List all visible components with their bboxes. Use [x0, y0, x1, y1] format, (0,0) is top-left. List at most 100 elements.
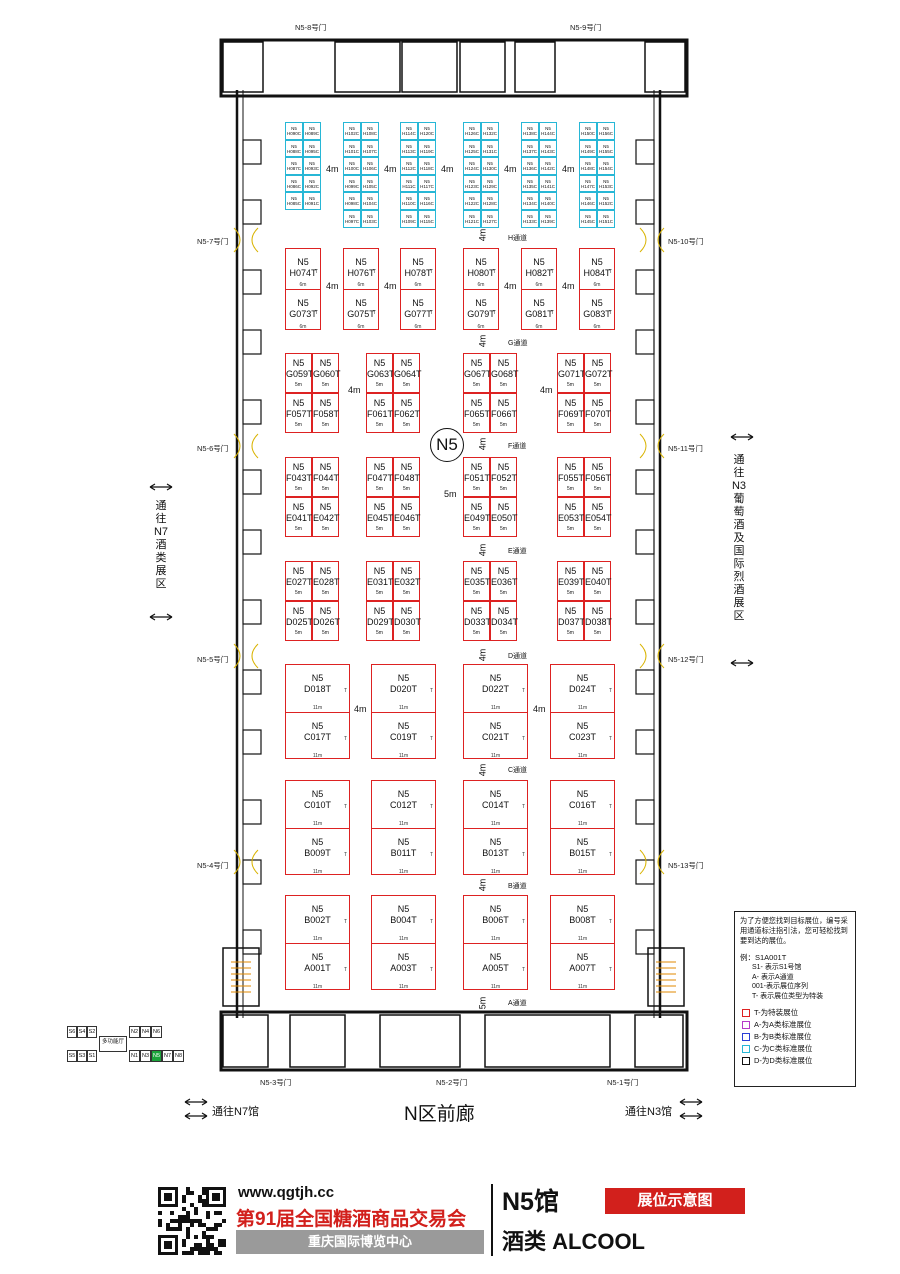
booth-e-1-1[interactable]: N5E032T5m	[393, 561, 421, 601]
c-stand[interactable]: N5H109C	[400, 210, 418, 228]
booth-e-2-1[interactable]: N5E036T5m	[490, 561, 518, 601]
booth-h-3[interactable]: N5H080T6mTN5G079T6mT	[463, 248, 499, 330]
c-stand[interactable]: N5H085C	[285, 192, 303, 210]
booth-g-1-3[interactable]: N5F062T5m	[393, 393, 420, 433]
booth-cell[interactable]: N5G079T6mT	[464, 290, 498, 331]
c-stand[interactable]: N5H136C	[521, 157, 539, 175]
c-stand[interactable]: N5H104C	[361, 192, 379, 210]
booth-f-0-1[interactable]: N5F044T5m	[312, 457, 339, 497]
c-stand[interactable]: N5H113C	[400, 139, 418, 158]
booth-cell[interactable]: N5A007T11mT	[551, 944, 614, 992]
booth-h-4[interactable]: N5H082T6mTN5G081T6mT	[521, 248, 557, 330]
c-stand[interactable]: N5H099C	[343, 174, 361, 193]
c-stand[interactable]: N5H134C	[521, 192, 539, 210]
c-stand[interactable]: N5H125C	[463, 139, 481, 158]
c-stand[interactable]: N5H156C	[597, 122, 615, 140]
c-stand[interactable]: N5H145C	[579, 210, 597, 228]
c-stand[interactable]: N5H089C	[303, 122, 321, 140]
c-stand[interactable]: N5H152C	[597, 192, 615, 210]
c-stand[interactable]: N5H117C	[418, 174, 436, 193]
booth-cell[interactable]: N5C010T11mT	[286, 781, 349, 829]
booth-f-1-0[interactable]: N5F047T5m	[366, 457, 393, 497]
c-stand[interactable]: N5H126C	[463, 122, 481, 140]
booth-f-3-0[interactable]: N5F055T5m	[557, 457, 584, 497]
c-stand[interactable]: N5H140C	[539, 192, 557, 210]
c-stand[interactable]: N5H137C	[521, 139, 539, 158]
booth-e-3-3[interactable]: N5D038T5m	[584, 601, 612, 641]
c-stand[interactable]: N5H090C	[285, 122, 303, 140]
booth-cell[interactable]: N5C012T11mT	[372, 781, 435, 829]
booth-e-0-2[interactable]: N5D025T5m	[285, 601, 313, 641]
c-stand[interactable]: N5H132C	[481, 122, 499, 140]
c-stand[interactable]: N5H147C	[579, 174, 597, 193]
booth-f-3-1[interactable]: N5F056T5m	[584, 457, 611, 497]
booth-e-2-0[interactable]: N5E035T5m	[463, 561, 491, 601]
c-stand[interactable]: N5H148C	[579, 157, 597, 175]
booth-cell[interactable]: N5C014T11mT	[464, 781, 527, 829]
booth-cell[interactable]: N5G073T6mT	[286, 290, 320, 331]
booth-cell[interactable]: N5B011T11mT	[372, 829, 435, 877]
booth-cell[interactable]: N5B008T11mT	[551, 896, 614, 944]
booth-cell[interactable]: N5H074T6mT	[286, 249, 320, 290]
c-stand[interactable]: N5H091C	[303, 192, 321, 210]
c-stand[interactable]: N5H151C	[597, 210, 615, 228]
booth-cell[interactable]: N5H076T6mT	[344, 249, 378, 290]
booth-g-0-3[interactable]: N5F058T5m	[312, 393, 339, 433]
c-stand[interactable]: N5H108C	[361, 122, 379, 140]
c-stand[interactable]: N5H143C	[539, 139, 557, 158]
booth-cell[interactable]: N5B002T11mT	[286, 896, 349, 944]
booth-g-3-1[interactable]: N5G072T5m	[584, 353, 613, 393]
booth-f-1-3[interactable]: N5E046T5m	[393, 497, 421, 537]
booth-h-1[interactable]: N5H076T6mTN5G075T6mT	[343, 248, 379, 330]
booth-cell[interactable]: N5H080T6mT	[464, 249, 498, 290]
booth-d-3[interactable]: N5D024T11mTN5C023T11mT	[550, 664, 615, 759]
booth-d-1[interactable]: N5D020T11mTN5C019T11mT	[371, 664, 436, 759]
c-stand[interactable]: N5H097C	[343, 210, 361, 228]
booth-cell[interactable]: N5A001T11mT	[286, 944, 349, 992]
c-stand[interactable]: N5H115C	[418, 210, 436, 228]
booth-b-2[interactable]: N5B006T11mTN5A005T11mT	[463, 895, 528, 990]
booth-cell[interactable]: N5G077T6mT	[401, 290, 435, 331]
booth-g-1-1[interactable]: N5G064T5m	[393, 353, 422, 393]
booth-e-1-0[interactable]: N5E031T5m	[366, 561, 394, 601]
booth-cell[interactable]: N5D022T11mT	[464, 665, 527, 713]
booth-f-0-3[interactable]: N5E042T5m	[312, 497, 340, 537]
booth-h-0[interactable]: N5H074T6mTN5G073T6mT	[285, 248, 321, 330]
booth-f-2-0[interactable]: N5F051T5m	[463, 457, 490, 497]
c-stand[interactable]: N5H133C	[521, 210, 539, 228]
c-stand[interactable]: N5H120C	[418, 122, 436, 140]
booth-cell[interactable]: N5H082T6mT	[522, 249, 556, 290]
booth-h-2[interactable]: N5H078T6mTN5G077T6mT	[400, 248, 436, 330]
booth-d-0[interactable]: N5D018T11mTN5C017T11mT	[285, 664, 350, 759]
booth-cell[interactable]: N5G075T6mT	[344, 290, 378, 331]
booth-b-3[interactable]: N5B008T11mTN5A007T11mT	[550, 895, 615, 990]
booth-f-3-2[interactable]: N5E053T5m	[557, 497, 585, 537]
booth-e-3-1[interactable]: N5E040T5m	[584, 561, 612, 601]
c-stand[interactable]: N5H110C	[400, 192, 418, 210]
booth-g-3-3[interactable]: N5F070T5m	[584, 393, 611, 433]
booth-e-3-2[interactable]: N5D037T5m	[557, 601, 585, 641]
booth-e-1-3[interactable]: N5D030T5m	[393, 601, 421, 641]
booth-g-2-2[interactable]: N5F065T5m	[463, 393, 490, 433]
c-stand[interactable]: N5H138C	[521, 122, 539, 140]
booth-cell[interactable]: N5H084T6mT	[580, 249, 614, 290]
c-stand[interactable]: N5H088C	[285, 139, 303, 158]
booth-c-0[interactable]: N5C010T11mTN5B009T11mT	[285, 780, 350, 875]
booth-g-2-3[interactable]: N5F066T5m	[490, 393, 517, 433]
c-stand[interactable]: N5H123C	[463, 174, 481, 193]
booth-h-5[interactable]: N5H084T6mTN5G083T6mT	[579, 248, 615, 330]
booth-c-3[interactable]: N5C016T11mTN5B015T11mT	[550, 780, 615, 875]
booth-f-1-1[interactable]: N5F048T5m	[393, 457, 420, 497]
booth-cell[interactable]: N5H078T6mT	[401, 249, 435, 290]
booth-c-1[interactable]: N5C012T11mTN5B011T11mT	[371, 780, 436, 875]
booth-e-1-2[interactable]: N5D029T5m	[366, 601, 394, 641]
booth-cell[interactable]: N5G083T6mT	[580, 290, 614, 331]
c-stand[interactable]: N5H141C	[539, 174, 557, 193]
booth-b-0[interactable]: N5B002T11mTN5A001T11mT	[285, 895, 350, 990]
booth-cell[interactable]: N5C017T11mT	[286, 713, 349, 761]
c-stand[interactable]: N5H116C	[418, 192, 436, 210]
c-stand[interactable]: N5H114C	[400, 122, 418, 140]
c-stand[interactable]: N5H093C	[303, 157, 321, 175]
booth-f-2-2[interactable]: N5E049T5m	[463, 497, 491, 537]
booth-cell[interactable]: N5D020T11mT	[372, 665, 435, 713]
